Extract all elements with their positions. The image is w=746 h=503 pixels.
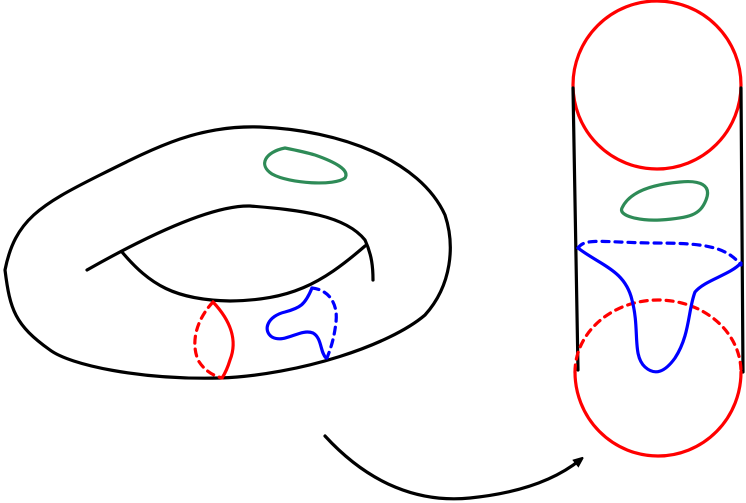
- blue-curve-dashed: [310, 286, 338, 360]
- green-loop-cylinder: [620, 179, 710, 222]
- torus-outline: [3, 125, 452, 380]
- cylinder-left-edge: [571, 86, 580, 372]
- blue-curve-cylinder-solid: [576, 246, 743, 374]
- bottom-circle-dashed: [573, 298, 743, 374]
- torus-hole-upper: [85, 204, 375, 282]
- torus-hole-lower: [120, 244, 367, 303]
- blue-curve-cylinder-dashed: [576, 239, 743, 267]
- green-loop-torus: [263, 146, 348, 185]
- cylinder-right-edge: [739, 86, 745, 374]
- top-circle: [571, 0, 743, 171]
- blue-curve-solid: [265, 286, 328, 360]
- bottom-circle-solid: [573, 370, 743, 458]
- red-meridian-dashed: [193, 300, 224, 380]
- arrow-icon: [323, 434, 580, 501]
- red-meridian-solid: [211, 300, 235, 380]
